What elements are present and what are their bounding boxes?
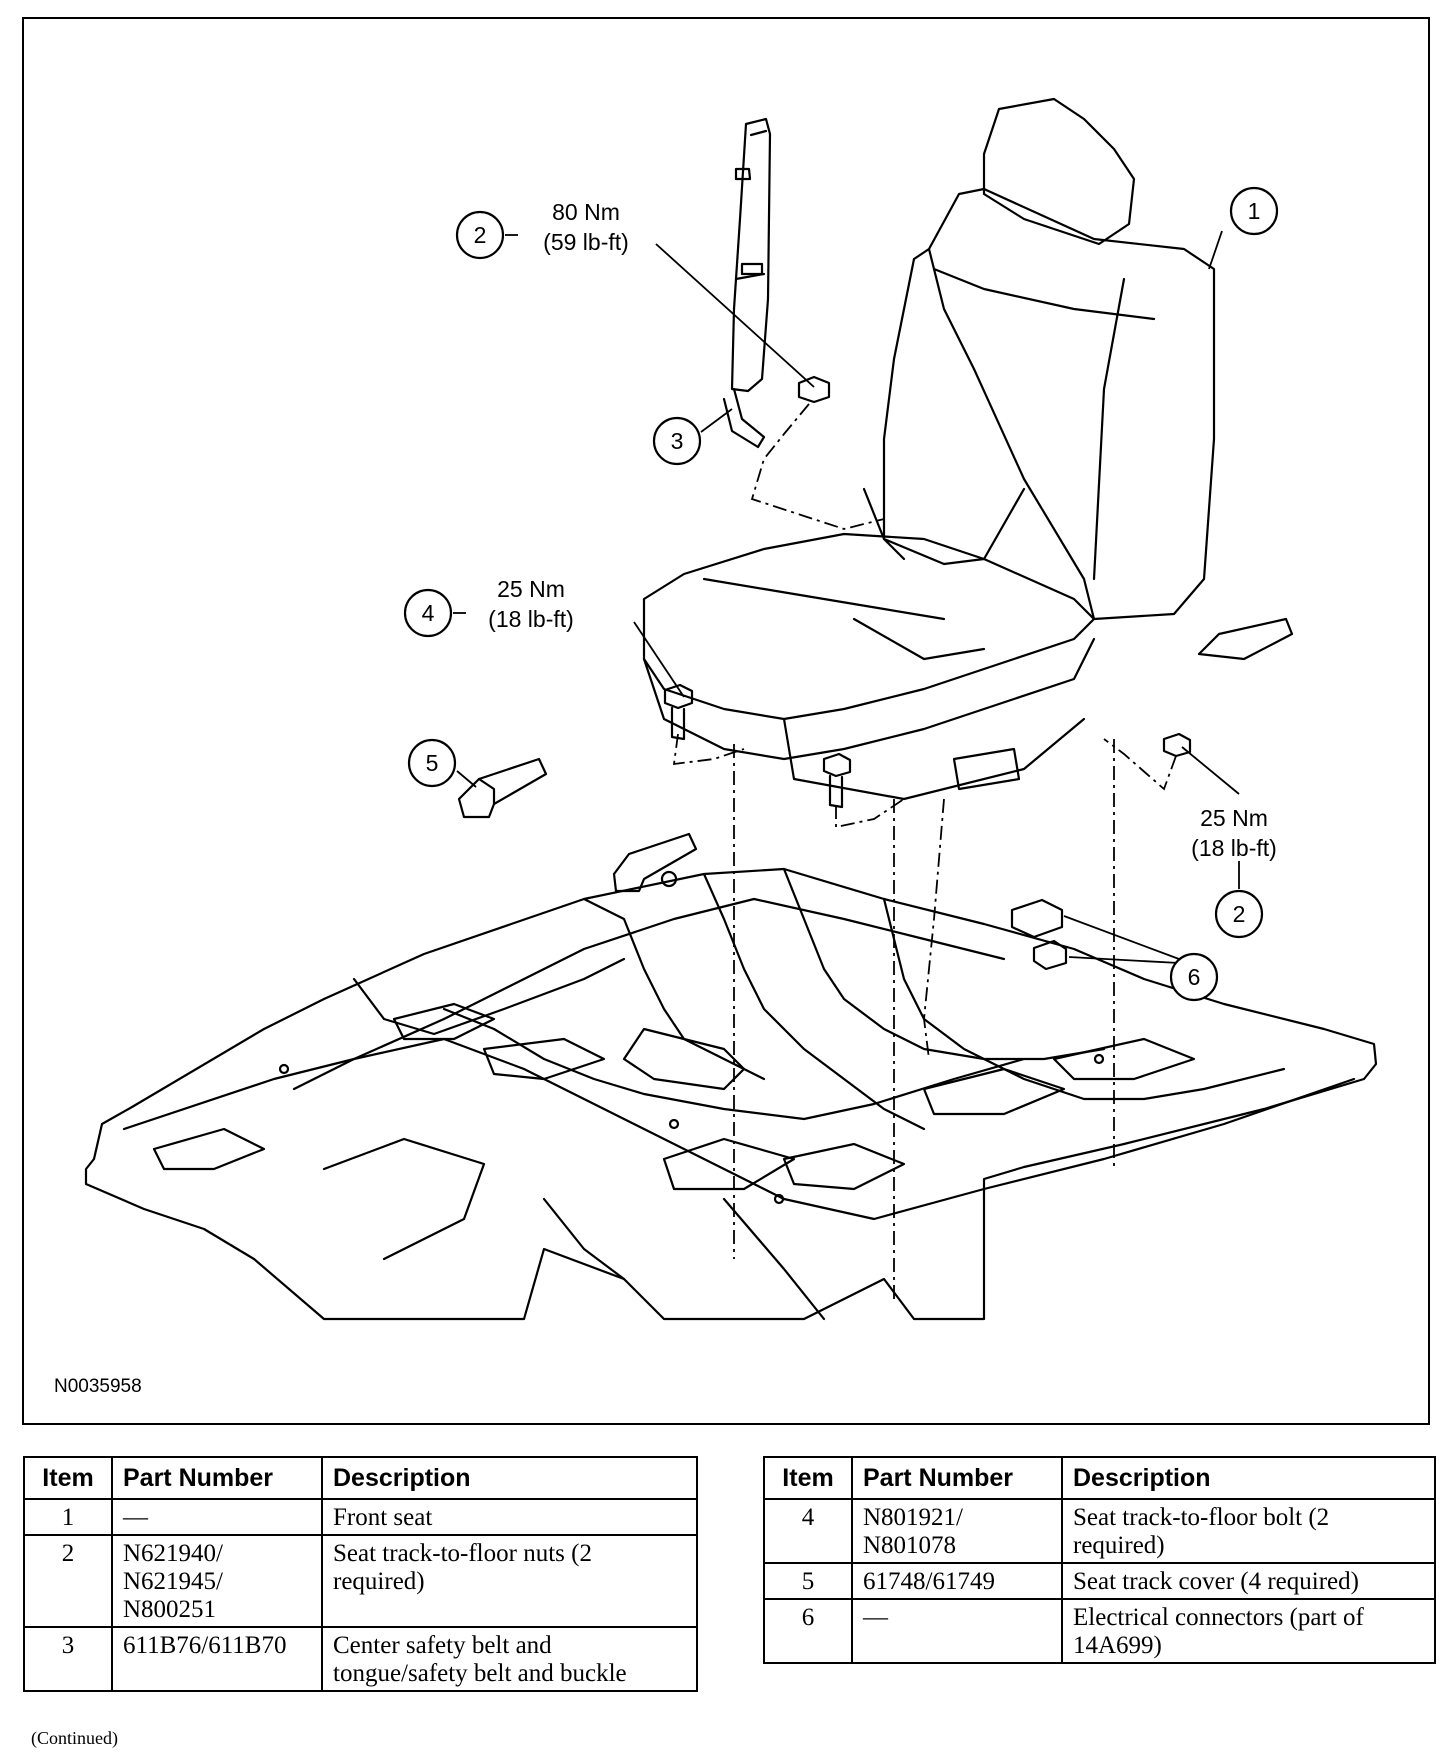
- seat-track-cover-drawing: [457, 617, 1294, 893]
- item-cell: 4: [763, 1498, 853, 1564]
- table-header-row: Item Part Number Description: [763, 1456, 1436, 1500]
- header-description: Description: [321, 1456, 698, 1500]
- item-cell: 2: [23, 1534, 113, 1628]
- callout-2-torque-lbft: (59 lb-ft): [543, 229, 629, 255]
- part-number-cell: —: [111, 1498, 323, 1536]
- callout-2b-torque-nm: 25 Nm: [1200, 805, 1268, 831]
- callout-4-torque-nm: 25 Nm: [497, 576, 565, 602]
- figure-id-label: N0035958: [54, 1376, 142, 1397]
- parts-table-left: Item Part Number Description 1—Front sea…: [23, 1456, 698, 1692]
- callout-2b-number: 2: [1233, 901, 1246, 927]
- description-cell: Seat track cover (4 required): [1061, 1562, 1436, 1600]
- callout-2-number: 2: [474, 222, 487, 248]
- header-item: Item: [23, 1456, 113, 1500]
- header-description: Description: [1061, 1456, 1436, 1500]
- part-number-cell: N621940/N621945/N800251: [111, 1534, 323, 1628]
- center-safety-belt-drawing: [722, 117, 772, 449]
- table-header-row: Item Part Number Description: [23, 1456, 698, 1500]
- item-cell: 5: [763, 1562, 853, 1600]
- callout-4-number: 4: [422, 600, 435, 626]
- table-row: 1—Front seat: [23, 1498, 698, 1536]
- callout-circles: [403, 186, 1279, 1002]
- installation-lines: [672, 403, 1177, 1299]
- callout-5-number: 5: [426, 750, 439, 776]
- item-cell: 6: [763, 1598, 853, 1664]
- part-number-cell: —: [851, 1598, 1063, 1664]
- callout-2-torque-nm: 80 Nm: [552, 199, 620, 225]
- description-cell: Front seat: [321, 1498, 698, 1536]
- header-item: Item: [763, 1456, 853, 1500]
- floor-pan-drawing: [84, 867, 1378, 1321]
- seat-exploded-diagram: 1 2 80 Nm (59 lb-ft) 3 4 25 Nm (18 lb-ft…: [84, 97, 1378, 1321]
- electrical-connectors-drawing: [1010, 898, 1068, 971]
- item-cell: 3: [23, 1626, 113, 1692]
- item-cell: 1: [23, 1498, 113, 1536]
- part-number-cell: N801921/N801078: [851, 1498, 1063, 1564]
- continued-note: (Continued): [31, 1728, 118, 1748]
- callout-3-number: 3: [671, 428, 684, 454]
- callout-1-number: 1: [1248, 198, 1261, 224]
- callout-4-torque-lbft: (18 lb-ft): [488, 606, 574, 632]
- leader-lines: [453, 230, 1240, 964]
- part-number-cell: 611B76/611B70: [111, 1626, 323, 1692]
- nuts-bolts-drawing: [663, 375, 1192, 809]
- callout-2b-torque-lbft: (18 lb-ft): [1191, 835, 1277, 861]
- figure-frame: 1 2 80 Nm (59 lb-ft) 3 4 25 Nm (18 lb-ft…: [22, 17, 1430, 1425]
- header-part-number: Part Number: [111, 1456, 323, 1500]
- part-number-cell: 61748/61749: [851, 1562, 1063, 1600]
- header-part-number: Part Number: [851, 1456, 1063, 1500]
- callout-6-number: 6: [1188, 964, 1201, 990]
- front-seat-drawing: [642, 97, 1216, 801]
